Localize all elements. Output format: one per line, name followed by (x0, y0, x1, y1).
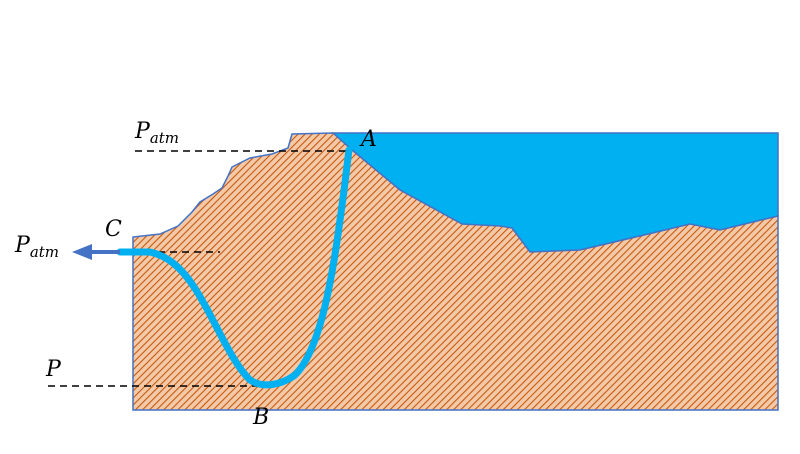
point-b-label: B (252, 405, 269, 430)
soil-ground (132, 132, 779, 411)
siphon-tube (116, 146, 353, 389)
pressure-p-label: P (45, 357, 62, 382)
point-c-label: C (105, 217, 122, 242)
point-a-label: A (359, 127, 377, 152)
outflow-arrow-icon (72, 244, 92, 260)
patm-left-label: Patm (14, 233, 59, 261)
patm-top-label: Patm (134, 119, 179, 147)
